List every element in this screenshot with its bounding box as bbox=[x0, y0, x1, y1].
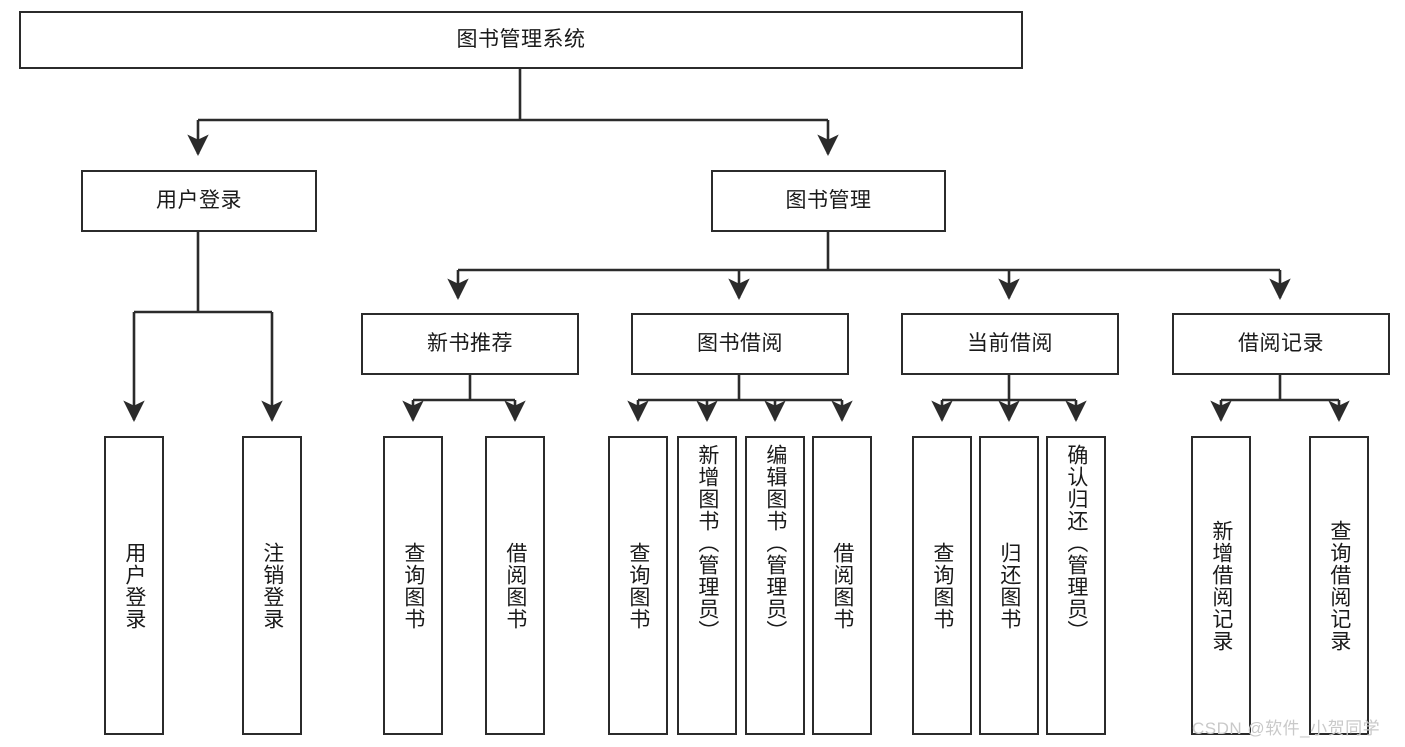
node-leaf-add-book-label: 新增图书（管理员） bbox=[695, 444, 719, 642]
node-leaf-borrow-book-rec[interactable]: 借阅图书 bbox=[485, 436, 545, 735]
node-leaf-add-record-label: 新增借阅记录 bbox=[1209, 519, 1233, 652]
node-leaf-query-record[interactable]: 查询借阅记录 bbox=[1309, 436, 1369, 735]
node-leaf-user-login[interactable]: 用户登录 bbox=[104, 436, 164, 735]
node-leaf-add-record[interactable]: 新增借阅记录 bbox=[1191, 436, 1251, 735]
node-leaf-user-login-label: 用户登录 bbox=[122, 541, 146, 630]
node-user-login[interactable]: 用户登录 bbox=[81, 170, 317, 232]
node-leaf-query-book-rec[interactable]: 查询图书 bbox=[383, 436, 443, 735]
node-leaf-confirm-return[interactable]: 确认归还（管理员） bbox=[1046, 436, 1106, 735]
node-new-book-recommend[interactable]: 新书推荐 bbox=[361, 313, 579, 375]
node-leaf-edit-book-label: 编辑图书（管理员） bbox=[763, 444, 787, 642]
node-book-management[interactable]: 图书管理 bbox=[711, 170, 946, 232]
watermark: CSDN @软件_小贺同学 bbox=[1192, 719, 1381, 738]
node-leaf-logout-login-label: 注销登录 bbox=[260, 541, 284, 630]
node-leaf-return-book-label: 归还图书 bbox=[997, 541, 1021, 630]
node-leaf-add-book[interactable]: 新增图书（管理员） bbox=[677, 436, 737, 735]
node-leaf-query-book-cur-label: 查询图书 bbox=[930, 541, 954, 630]
node-leaf-borrow-book-label: 借阅图书 bbox=[830, 541, 854, 630]
node-leaf-confirm-return-label: 确认归还（管理员） bbox=[1064, 444, 1088, 642]
node-user-login-label: 用户登录 bbox=[156, 189, 242, 213]
node-leaf-query-book-rec-label: 查询图书 bbox=[401, 541, 425, 630]
node-leaf-query-book-borrow[interactable]: 查询图书 bbox=[608, 436, 668, 735]
node-current-borrow-label: 当前借阅 bbox=[967, 332, 1053, 356]
node-book-borrow[interactable]: 图书借阅 bbox=[631, 313, 849, 375]
node-leaf-query-book-cur[interactable]: 查询图书 bbox=[912, 436, 972, 735]
node-leaf-borrow-book-rec-label: 借阅图书 bbox=[503, 541, 527, 630]
node-book-borrow-label: 图书借阅 bbox=[697, 332, 783, 356]
node-leaf-logout-login[interactable]: 注销登录 bbox=[242, 436, 302, 735]
node-current-borrow[interactable]: 当前借阅 bbox=[901, 313, 1119, 375]
node-leaf-query-book-borrow-label: 查询图书 bbox=[626, 541, 650, 630]
node-new-book-recommend-label: 新书推荐 bbox=[427, 332, 513, 356]
node-borrow-record[interactable]: 借阅记录 bbox=[1172, 313, 1390, 375]
node-leaf-return-book[interactable]: 归还图书 bbox=[979, 436, 1039, 735]
node-leaf-borrow-book[interactable]: 借阅图书 bbox=[812, 436, 872, 735]
node-book-management-label: 图书管理 bbox=[785, 189, 872, 213]
node-leaf-edit-book[interactable]: 编辑图书（管理员） bbox=[745, 436, 805, 735]
node-borrow-record-label: 借阅记录 bbox=[1238, 332, 1324, 356]
node-root-label: 图书管理系统 bbox=[456, 28, 586, 52]
node-leaf-query-record-label: 查询借阅记录 bbox=[1327, 519, 1351, 652]
node-root[interactable]: 图书管理系统 bbox=[19, 11, 1023, 69]
